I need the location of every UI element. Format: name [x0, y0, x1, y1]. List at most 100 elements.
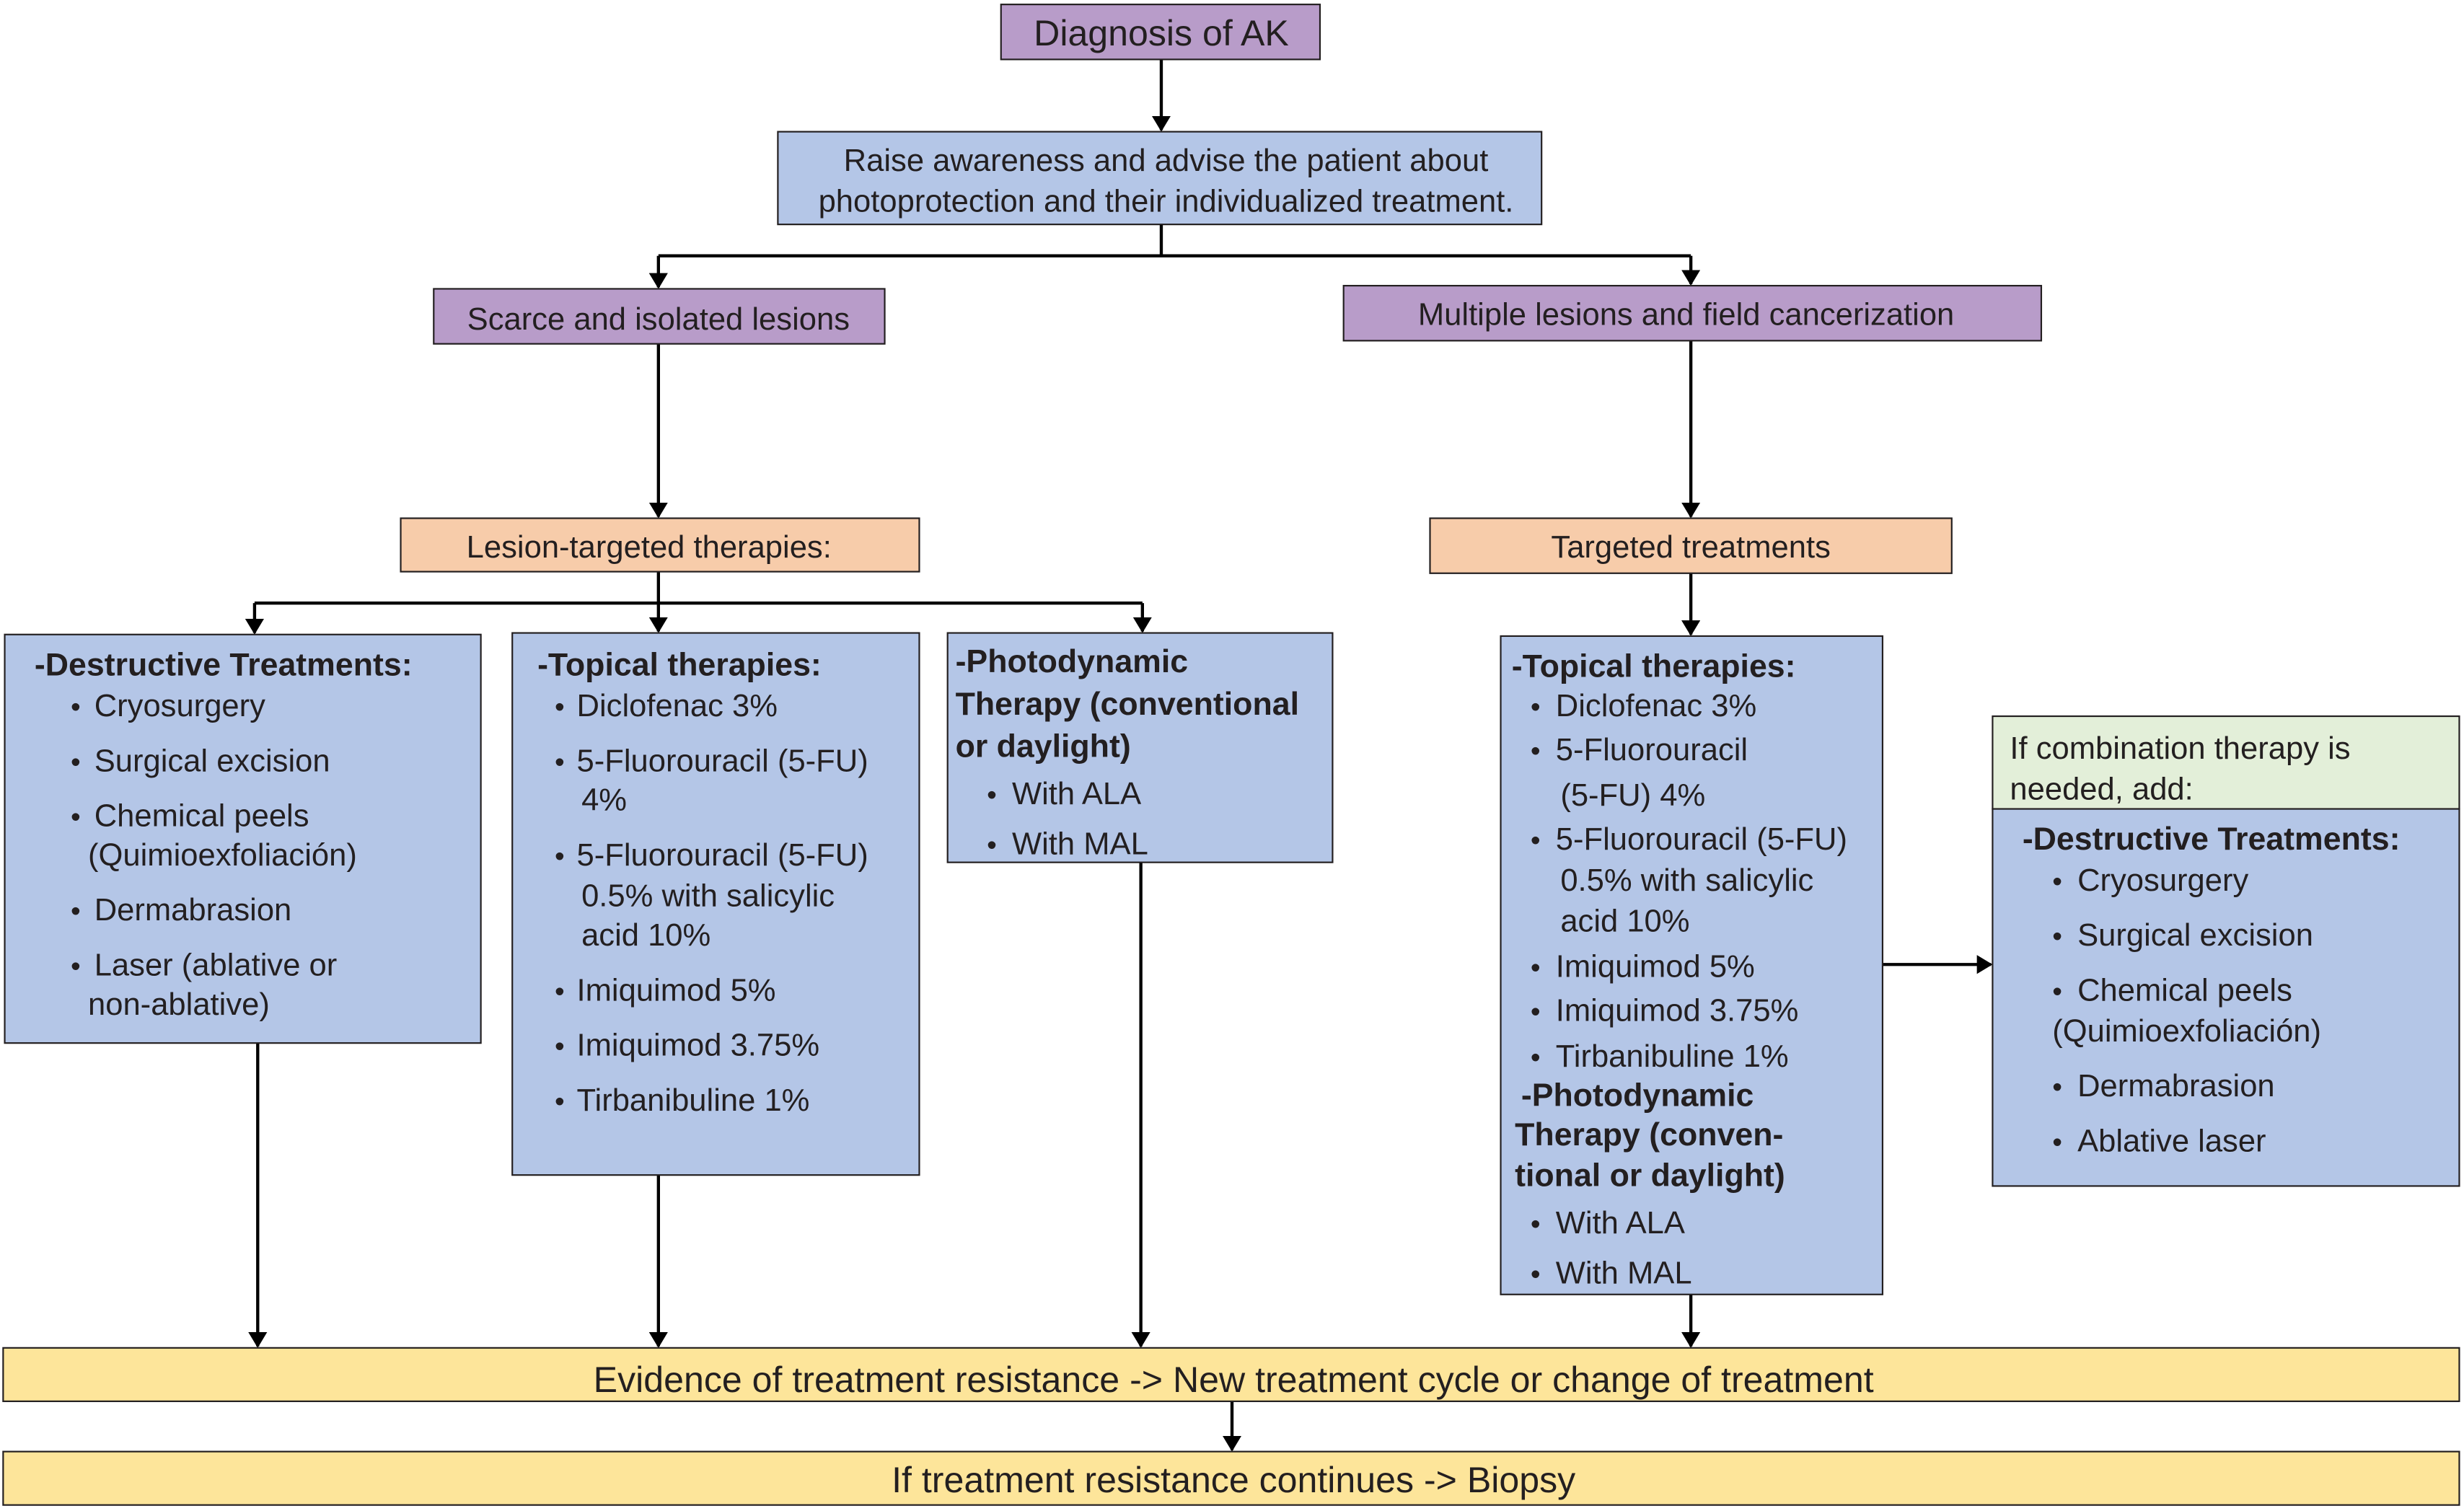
destructive-left-item: Surgical excision [94, 744, 330, 778]
destructive-right-heading: -Destructive Treatments: [2023, 821, 2401, 857]
destructive-left-item: Dermabrasion [94, 893, 292, 928]
destructive-right-item: Dermabrasion [2077, 1069, 2275, 1103]
biopsy-box [2, 1450, 2460, 1506]
bullet-icon: • [1531, 1209, 1541, 1240]
diagnosis-label: Diagnosis of AK [1034, 13, 1289, 53]
awareness-line: photoprotection and their individualized… [819, 185, 1514, 219]
topical-left-heading: -Topical therapies: [537, 647, 822, 682]
bullet-icon: • [1531, 736, 1541, 767]
destructive-left-item: (Quimioexfoliación) [88, 838, 357, 873]
topical-left-item: 0.5% with salicylic [581, 879, 835, 914]
evidence-label: Evidence of treatment resistance -> New … [594, 1360, 1874, 1400]
topical-right-pdt-heading: Therapy (conven- [1515, 1117, 1783, 1153]
bullet-icon: • [1531, 1042, 1541, 1073]
topical-right-item: acid 10% [1560, 904, 1689, 939]
bullet-icon: • [555, 746, 565, 777]
pdt-left-heading: or daylight) [956, 729, 1131, 765]
pdt-left-box [946, 632, 1334, 863]
bullet-icon: • [71, 746, 81, 777]
bullet-icon: • [2052, 1127, 2062, 1158]
topical-left-item: 4% [581, 783, 627, 818]
destructive-right-box [1992, 808, 2460, 1187]
bullet-icon: • [71, 896, 81, 927]
pdt-left-item: With ALA [1012, 777, 1141, 811]
topical-left-box [511, 632, 920, 1176]
bullet-icon: • [2052, 1072, 2062, 1103]
destructive-right-item: Cryosurgery [2077, 863, 2248, 898]
combination-line: needed, add: [2010, 772, 2193, 807]
pdt-left-heading: Therapy (conventional [956, 687, 1299, 722]
topical-right-item: Diclofenac 3% [1556, 689, 1756, 723]
destructive-right-item: Ablative laser [2077, 1124, 2266, 1159]
split-lesion-targeted [254, 571, 1143, 605]
bullet-icon: • [71, 692, 81, 723]
topical-left-item: Imiquimod 5% [577, 973, 776, 1008]
split-awareness [658, 224, 1691, 257]
topical-right-item: Tirbanibuline 1% [1556, 1039, 1789, 1074]
bullet-icon: • [555, 1031, 565, 1062]
destructive-left-item: Chemical peels [94, 799, 309, 834]
combination-header-box [1992, 715, 2460, 810]
lesion-targeted-box [400, 517, 920, 573]
targeted-treatments-box [1429, 517, 1953, 574]
topical-right-pdt-heading: tional or daylight) [1515, 1158, 1785, 1193]
bullet-icon: • [1531, 1259, 1541, 1290]
pdt-left-item: With MAL [1012, 827, 1148, 862]
topical-right-pdt-item: With MAL [1556, 1256, 1692, 1291]
topical-right-item: 5-Fluorouracil (5-FU) [1556, 822, 1847, 857]
multiple-lesions-box [1342, 285, 2043, 342]
bullet-icon: • [555, 1086, 565, 1117]
awareness-line: Raise awareness and advise the patient a… [844, 144, 1489, 178]
topical-right-box [1500, 635, 1884, 1295]
topical-right-pdt-heading: -Photodynamic [1521, 1078, 1754, 1113]
scarce-label: Scarce and isolated lesions [467, 302, 850, 337]
diagnosis-box [1000, 4, 1321, 61]
destructive-left-box [4, 633, 482, 1044]
combination-line: If combination therapy is [2010, 731, 2350, 766]
topical-right-heading: -Topical therapies: [1512, 649, 1796, 684]
bullet-icon: • [1531, 997, 1541, 1028]
scarce-lesions-box [433, 288, 886, 345]
bullet-icon: • [987, 780, 997, 811]
topical-left-item: acid 10% [581, 918, 710, 953]
topical-left-item: Tirbanibuline 1% [577, 1083, 810, 1118]
bullet-icon: • [1531, 825, 1541, 856]
bullet-icon: • [71, 951, 81, 982]
targeted-label: Targeted treatments [1551, 530, 1830, 565]
multiple-label: Multiple lesions and field cancerization [1418, 298, 1954, 332]
topical-right-item: (5-FU) 4% [1560, 778, 1705, 813]
destructive-left-item: Cryosurgery [94, 689, 265, 723]
topical-right-item: Imiquimod 5% [1556, 950, 1755, 984]
destructive-left-item: Laser (ablative or [94, 948, 338, 983]
evidence-box [2, 1347, 2460, 1402]
topical-right-item: 0.5% with salicylic [1560, 863, 1813, 898]
bullet-icon: • [555, 841, 565, 872]
biopsy-label: If treatment resistance continues -> Bio… [892, 1460, 1575, 1500]
bullet-icon: • [1531, 953, 1541, 984]
bullet-icon: • [987, 830, 997, 861]
pdt-left-heading: -Photodynamic [956, 644, 1189, 679]
destructive-right-item: (Quimioexfoliación) [2052, 1014, 2321, 1049]
topical-left-item: Imiquimod 3.75% [577, 1028, 820, 1063]
topical-right-item: Imiquimod 3.75% [1556, 994, 1799, 1028]
bullet-icon: • [555, 976, 565, 1007]
topical-left-item: 5-Fluorouracil (5-FU) [577, 744, 868, 778]
bullet-icon: • [555, 692, 565, 723]
connectors [245, 59, 1993, 1452]
awareness-box [777, 131, 1543, 226]
topical-left-item: Diclofenac 3% [577, 689, 778, 723]
destructive-right-item: Chemical peels [2077, 973, 2292, 1008]
bullet-icon: • [71, 802, 81, 833]
destructive-right-item: Surgical excision [2077, 918, 2313, 953]
bullet-icon: • [1531, 692, 1541, 723]
bullet-icon: • [2052, 921, 2062, 952]
lesion-targeted-label: Lesion-targeted therapies: [467, 530, 832, 565]
bullet-icon: • [2052, 866, 2062, 897]
destructive-left-heading: -Destructive Treatments: [35, 647, 413, 682]
destructive-left-item: non-ablative) [88, 987, 270, 1022]
topical-right-item: 5-Fluorouracil [1556, 733, 1748, 767]
bullet-icon: • [2052, 976, 2062, 1007]
topical-left-item: 5-Fluorouracil (5-FU) [577, 838, 868, 873]
topical-right-pdt-item: With ALA [1556, 1206, 1685, 1241]
